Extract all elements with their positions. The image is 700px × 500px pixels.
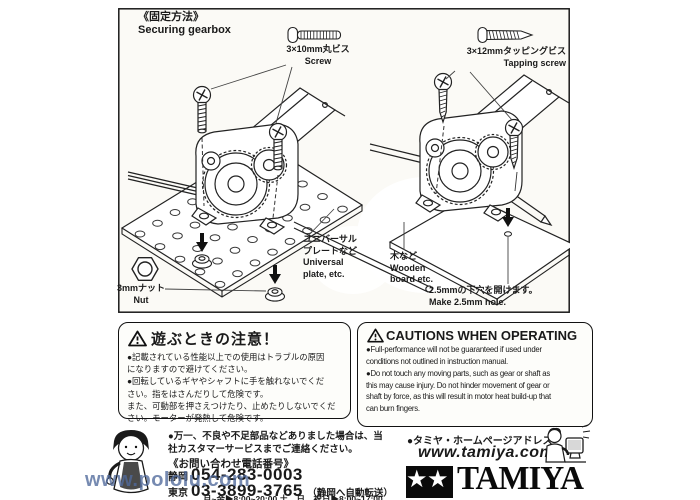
output-shaft (127, 171, 433, 293)
star-icon: ★ (406, 466, 428, 493)
warning-icon (128, 330, 147, 347)
label-nut: 3mmナット Nut (116, 283, 165, 305)
tapping-screw-icon (477, 26, 534, 44)
defect-contact-note: ●万一、不良や不足部品などありました場合は、当 社カスタマーサービスまでご連絡く… (168, 431, 383, 456)
label-wooden-board: 木など Wooden board etc. (390, 251, 434, 285)
machine-screw-icon (287, 26, 342, 44)
section-title-en: Securing gearbox (138, 24, 231, 36)
flanged-nut (264, 287, 286, 302)
caution-body-en: ●Full-performance will not be guaranteed… (366, 345, 551, 414)
caution-title-jp: 遊ぶときの注意！ (151, 331, 280, 348)
caution-box-english: CAUTIONS WHEN OPERATING ●Full-performanc… (357, 322, 593, 427)
caution-body-jp: ●記載されている性能以上での使用はトラブルの原因 になりますので避けてください。… (127, 352, 336, 423)
warning-icon (367, 328, 384, 343)
phone-forward-note: （静岡へ自動転送） (307, 488, 393, 499)
label-universal-plate: ユニバーサル プレートなど Universal plate, etc. (303, 234, 358, 279)
phone-number: 03-3899-3765 (191, 481, 303, 500)
right-gearbox-illustration (369, 26, 570, 306)
homepage-label: ●タミヤ・ホームページアドレス (407, 436, 553, 447)
phone-region: 東京 (168, 488, 188, 499)
label-machine-screw: 3×10mm丸ビス Screw (286, 44, 350, 66)
tamiya-wordmark: TAMIYA (457, 460, 584, 498)
phone-header: 《お問い合わせ電話番号》 (168, 458, 294, 470)
caution-box-japanese: 遊ぶときの注意！ ●記載されている性能以上での使用はトラブルの原因 になりますの… (118, 322, 351, 423)
tamiya-star-logo: ★ ★ (406, 466, 453, 498)
caution-title-en: CAUTIONS WHEN OPERATING (386, 328, 578, 343)
service-hours: 月~金▶8:00~20:00 土、日、祝日▶8:00~17:00 (203, 494, 383, 500)
watermark-blob (311, 226, 395, 294)
left-gearbox-illustration (120, 26, 433, 302)
computer-user-icon (545, 424, 591, 463)
homepage-url: www.tamiya.com (418, 444, 555, 461)
securing-gearbox-diagram (118, 8, 570, 313)
phone-region: 静岡 (168, 472, 188, 483)
nut-icon (131, 256, 159, 281)
pololu-watermark: www.pololu.com (85, 469, 251, 491)
label-pilot-hole: 2.5mmの下穴を開けます。 Make 2.5mm hole. (429, 285, 538, 307)
customer-service-person-icon (106, 430, 149, 494)
flanged-nut (191, 254, 213, 269)
label-tapping-screw: 3×12mmタッピングビス Tapping screw (466, 46, 566, 68)
star-icon: ★ (427, 466, 449, 493)
phone-number: 054-283-0003 (191, 465, 303, 484)
section-title-jp: 《固定方法》 (138, 11, 204, 23)
